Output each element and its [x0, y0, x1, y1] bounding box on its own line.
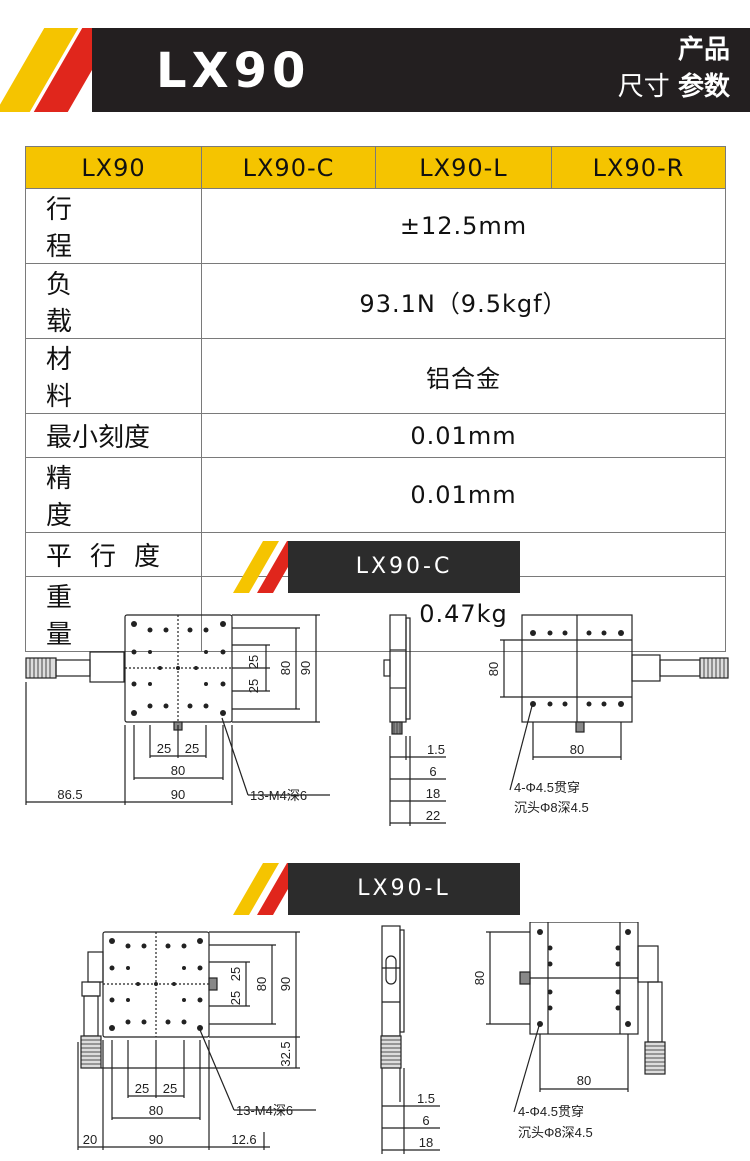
row-label: 最小刻度 — [25, 413, 202, 458]
row-label: 行程 — [25, 188, 202, 264]
dim-label: 80 — [254, 977, 269, 991]
dim-label: 25 — [185, 741, 199, 756]
row-label: 材料 — [25, 338, 202, 414]
row-label: 负载 — [25, 263, 202, 339]
dim-label: 25 — [157, 741, 171, 756]
table-row: 行程 ±12.5mm — [25, 188, 726, 264]
banner-tag-top: 产品 — [677, 35, 730, 65]
table-row: 负载 93.1N（9.5kgf） — [25, 263, 726, 339]
row-value: ±12.5mm — [201, 188, 726, 264]
table-row: 最小刻度 0.01mm — [25, 413, 726, 458]
dim-label: 25 — [228, 967, 243, 981]
stage-side-view — [380, 925, 440, 1154]
banner-tag-plain: 尺寸 — [617, 72, 670, 102]
dim-label: 80 — [577, 1073, 591, 1088]
row-label: 精度 — [25, 457, 202, 533]
section-bar — [288, 541, 520, 593]
dim-label: 80 — [171, 763, 185, 778]
dim-label: 25 — [135, 1081, 149, 1096]
row-label: 平行度 — [25, 532, 202, 577]
row-value: 0.01mm — [201, 413, 726, 458]
stage-bottom-view — [486, 922, 666, 1113]
dim-label: 1.5 — [427, 742, 445, 757]
stage-side-view — [383, 614, 446, 826]
hole-note: 4-Φ4.5贯穿 — [514, 780, 580, 795]
row-value: 铝合金 — [201, 338, 726, 414]
dim-label: 18 — [426, 786, 440, 801]
variant-cell: LX90 — [25, 146, 202, 189]
thread-note: 13-M4深6 — [236, 1103, 293, 1118]
dim-label: 80 — [486, 662, 501, 676]
dim-label: 25 — [163, 1081, 177, 1096]
dim-label: 80 — [472, 971, 487, 985]
micrometer-side — [80, 951, 104, 1069]
stage-bottom-view — [500, 614, 729, 791]
banner-bar — [92, 28, 750, 112]
table-row: 重量 0.47kg — [25, 576, 726, 652]
row-value: 0.01mm — [201, 457, 726, 533]
dim-label: 32.5 — [278, 1041, 293, 1066]
thread-note: 13-M4深6 — [250, 788, 307, 803]
dim-label: 80 — [570, 742, 584, 757]
section-title: LX90-C — [355, 554, 453, 579]
dim-label: 6 — [429, 764, 436, 779]
drawing-lx90-l: 25 25 80 90 32.5 25 25 80 20 90 12.6 13-… — [77, 922, 666, 1154]
dim-label: 80 — [149, 1103, 163, 1118]
dim-label: 86.5 — [57, 787, 82, 802]
banner-tag-bold: 参数 — [677, 72, 730, 102]
banner-tag-bottom: 尺寸 参数 — [618, 70, 730, 104]
variant-cell: LX90-C — [201, 146, 376, 189]
dim-label: 12.6 — [231, 1132, 256, 1147]
stage-top-view — [102, 931, 218, 1038]
dim-label: 6 — [422, 1113, 429, 1128]
counterbore-note: 沉头Φ8深4.5 — [518, 1125, 593, 1140]
dim-label: 20 — [83, 1132, 97, 1147]
section-bar — [288, 863, 520, 915]
table-row: 材料 铝合金 — [25, 338, 726, 414]
dim-label: 25 — [228, 991, 243, 1005]
counterbore-note: 沉头Φ8深4.5 — [514, 800, 589, 815]
section-banner-l: LX90-L — [230, 863, 520, 915]
dim-label: 90 — [149, 1132, 163, 1147]
micrometer-head — [25, 651, 125, 683]
dim-label: 80 — [278, 661, 293, 675]
page-title: LX90 — [156, 43, 311, 99]
variant-cell: LX90-L — [375, 146, 552, 189]
dim-label: 90 — [171, 787, 185, 802]
section-banner-c: LX90-C — [230, 541, 520, 593]
dim-label: 1.5 — [417, 1091, 435, 1106]
dim-label: 18 — [419, 1135, 433, 1150]
table-row: 精度 0.01mm — [25, 457, 726, 533]
dim-label: 90 — [278, 977, 293, 991]
variant-cell: LX90-R — [551, 146, 726, 189]
row-label: 重量 — [25, 576, 202, 652]
hole-note: 4-Φ4.5贯穿 — [518, 1104, 584, 1119]
header-banner: LX90 产品 尺寸 参数 — [0, 0, 750, 112]
table-header-row: LX90 LX90-C LX90-L LX90-R — [25, 146, 726, 189]
dim-label: 22 — [426, 808, 440, 823]
section-title: LX90-L — [357, 876, 451, 901]
row-value: 93.1N（9.5kgf） — [201, 263, 726, 339]
dim-label: 25 — [246, 655, 261, 669]
dim-label: 25 — [246, 679, 261, 693]
stage-top-view — [124, 614, 233, 731]
dim-label: 90 — [298, 661, 313, 675]
drawing-lx90-c: 25 25 80 90 25 25 80 86.5 90 13-M4深6 1.5… — [25, 614, 729, 826]
dimension-lines — [25, 614, 330, 805]
dimension-lines — [77, 931, 316, 1150]
